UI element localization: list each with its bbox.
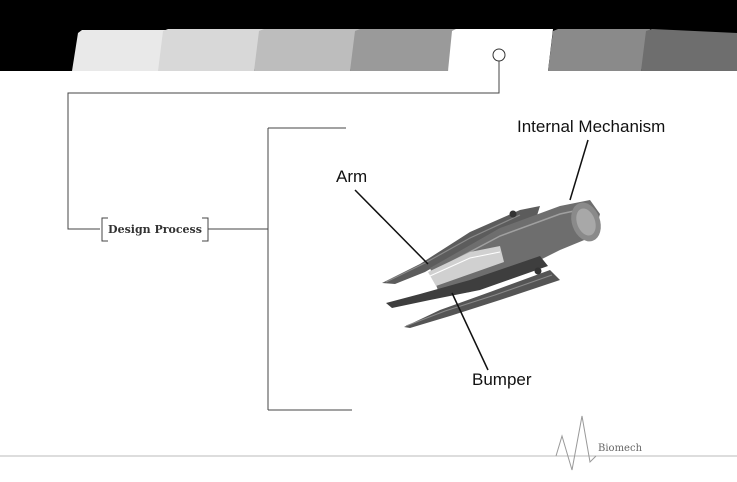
internal-mechanism-pointer [569, 139, 589, 201]
section-tabs [72, 29, 737, 71]
bumper-piston [428, 246, 504, 286]
tab-6[interactable] [548, 29, 650, 71]
design-process-label: Design Process [108, 222, 202, 236]
footer-logo-text: Biomech [598, 443, 643, 454]
active-tab-marker[interactable] [492, 48, 506, 62]
design-process-bracket-left [101, 217, 108, 242]
internal-mechanism-label: Internal Mechanism [517, 117, 666, 136]
middle-finger [386, 256, 548, 308]
tab-2[interactable] [158, 29, 265, 71]
arm-label: Arm [336, 167, 368, 186]
tab-7[interactable] [641, 29, 737, 71]
tab-4[interactable] [350, 29, 459, 71]
screw-lower [534, 267, 542, 275]
bumper-label: Bumper [472, 370, 532, 389]
tab-connector-line [67, 61, 500, 230]
tab-1[interactable] [72, 30, 168, 71]
bumper-pointer [451, 292, 489, 371]
arm-pointer [354, 189, 429, 265]
screw-upper [509, 210, 517, 218]
gripper-device-illustration [382, 200, 601, 328]
biomech-logo-icon [555, 415, 597, 471]
tab-3[interactable] [254, 29, 361, 71]
